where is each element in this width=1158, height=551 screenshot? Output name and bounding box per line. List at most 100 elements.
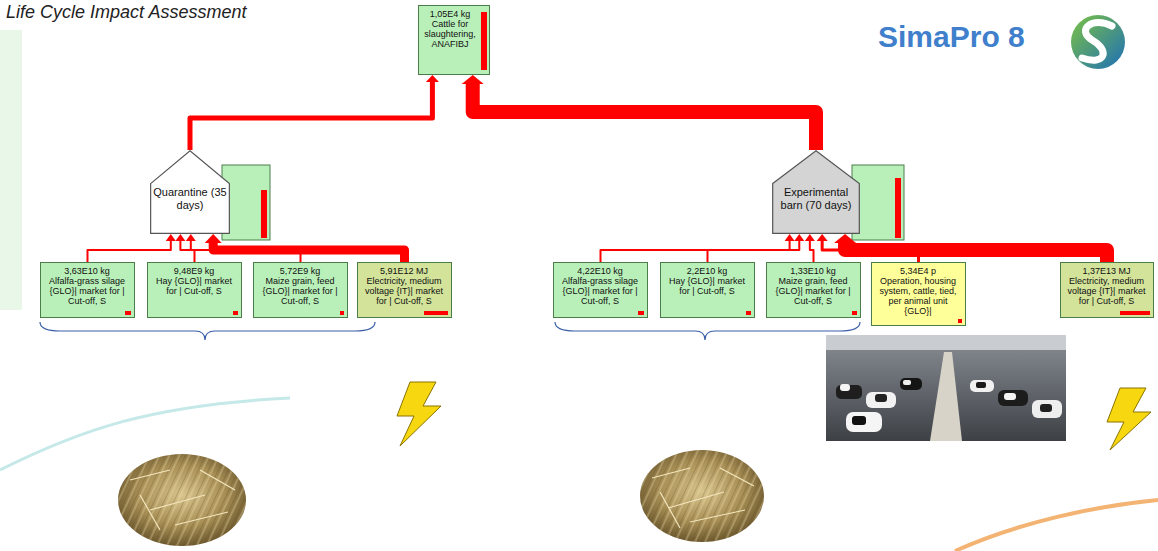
process-box: 9,48E9 kgHay {GLO}| market for | Cut-off… <box>147 262 242 318</box>
flow-line <box>190 82 432 150</box>
barn-photo <box>900 378 922 390</box>
hay-picture <box>640 450 764 542</box>
hay-picture <box>130 470 235 530</box>
impact-bar <box>233 311 238 315</box>
hidden-process-box <box>895 178 901 238</box>
barn-photo <box>998 390 1028 406</box>
flow-connector <box>88 234 176 262</box>
impact-bar <box>481 12 487 70</box>
amount-text: 5,34E4 p <box>875 266 961 276</box>
hay-picture <box>652 468 754 528</box>
bracket <box>555 322 860 340</box>
flow-connector <box>462 75 816 150</box>
impact-bar <box>852 311 857 315</box>
flow-line <box>180 241 194 262</box>
hay-picture <box>118 454 246 546</box>
flow-line <box>810 241 814 262</box>
background-curve <box>955 500 1158 551</box>
house-outline <box>151 151 230 234</box>
process-name: Electricity, medium voltage {IT}| market… <box>1064 276 1149 306</box>
process-name: Hay {GLO}| market for | Cut-off, S <box>664 276 750 296</box>
stage-name: Quarantine (35 days) <box>153 186 227 212</box>
impact-bar <box>958 319 962 323</box>
diagram-title: Life Cycle Impact Assessment <box>6 2 246 23</box>
bracket <box>555 322 860 340</box>
flow-line <box>473 84 816 150</box>
process-box: 5,72E9 kgMaize grain, feed {GLO}| market… <box>253 262 348 318</box>
process-name: Maize grain, feed {GLO}| market for | Cu… <box>257 276 343 306</box>
amount-text: 5,72E9 kg <box>257 266 343 276</box>
barn-photo <box>852 416 866 425</box>
arrowhead <box>205 234 222 243</box>
amount-text: 2,2E10 kg <box>664 266 750 276</box>
lightning-symbol <box>397 382 441 446</box>
process-name: Electricity, medium voltage {IT}| market… <box>361 276 447 306</box>
barn-photo <box>903 380 911 385</box>
flow-connector <box>601 234 795 262</box>
process-box: 1,33E10 kgMaize grain, feed {GLO}| marke… <box>766 262 861 318</box>
bracket <box>40 322 375 340</box>
process-name: Hay {GLO}| market for | Cut-off, S <box>151 276 237 296</box>
process-name: Alfalfa-grass silage {GLO}| market for |… <box>557 276 643 306</box>
house-outline <box>773 151 860 234</box>
flow-connector <box>834 234 1107 262</box>
barn-photo <box>930 352 962 441</box>
barn-photo <box>970 380 994 392</box>
barn-photo <box>866 392 896 408</box>
process-name: Cattle for slaughtering, ANAFIBJ <box>422 19 478 49</box>
flow-line <box>845 243 1107 262</box>
building-node: Quarantine (35 days) <box>150 150 230 234</box>
flow-connector <box>805 234 815 262</box>
logo-symbol <box>1082 23 1112 61</box>
amount-text: 1,33E10 kg <box>770 266 856 276</box>
amount-text: 1,05E4 kg <box>422 9 478 19</box>
arrowhead <box>462 75 484 84</box>
arrowhead <box>426 75 439 82</box>
barn-photo <box>826 335 1066 350</box>
amount-text: 9,48E9 kg <box>151 266 237 276</box>
impact-bar <box>125 311 131 315</box>
arrowhead <box>166 234 176 241</box>
brand-label: SimaPro 8 <box>878 20 1025 54</box>
hidden-process-box <box>261 190 267 238</box>
amount-text: 3,63E10 kg <box>44 266 130 276</box>
process-box: 4,22E10 kgAlfalfa-grass silage {GLO}| ma… <box>553 262 648 318</box>
process-name: Alfalfa-grass silage {GLO}| market for |… <box>44 276 130 306</box>
logo-symbol <box>1071 15 1125 69</box>
hay-picture <box>118 454 246 546</box>
arrowhead <box>805 234 815 241</box>
impact-bar <box>746 311 751 315</box>
process-box: 1,37E13 MJElectricity, medium voltage {I… <box>1060 262 1154 318</box>
arrowhead <box>817 234 828 241</box>
stage-name: Experimental barn (70 days) <box>775 186 857 212</box>
bracket <box>40 322 375 340</box>
amount-text: 1,37E13 MJ <box>1064 266 1149 276</box>
arrowhead <box>785 234 795 241</box>
background-band <box>0 30 22 310</box>
lightning-symbol <box>1107 388 1151 450</box>
barn-photo <box>1040 404 1052 412</box>
barn-photo <box>976 382 986 388</box>
impact-bar <box>340 311 344 315</box>
logo-symbol <box>1071 15 1125 69</box>
hay-picture <box>640 450 764 542</box>
impact-bar <box>424 311 448 315</box>
background-curve <box>0 398 290 470</box>
barn-photo <box>1032 400 1062 418</box>
background-swirls <box>0 30 1158 551</box>
process-name: Operation, housing system, cattle, tied,… <box>875 276 961 316</box>
arrowhead <box>186 234 196 241</box>
arrowhead <box>834 234 856 243</box>
barn-photo <box>826 335 1066 441</box>
process-box: 1,05E4 kgCattle for slaughtering, ANAFIB… <box>418 5 490 75</box>
barn-photo <box>846 412 882 432</box>
barn-photo <box>1004 393 1016 400</box>
flow-line <box>88 241 171 262</box>
amount-text: 5,91E12 MJ <box>361 266 447 276</box>
flow-line <box>601 241 790 262</box>
process-box: 5,34E4 pOperation, housing system, cattl… <box>871 262 966 326</box>
process-box: 3,63E10 kgAlfalfa-grass silage {GLO}| ma… <box>40 262 135 318</box>
barn-photo <box>836 385 862 399</box>
